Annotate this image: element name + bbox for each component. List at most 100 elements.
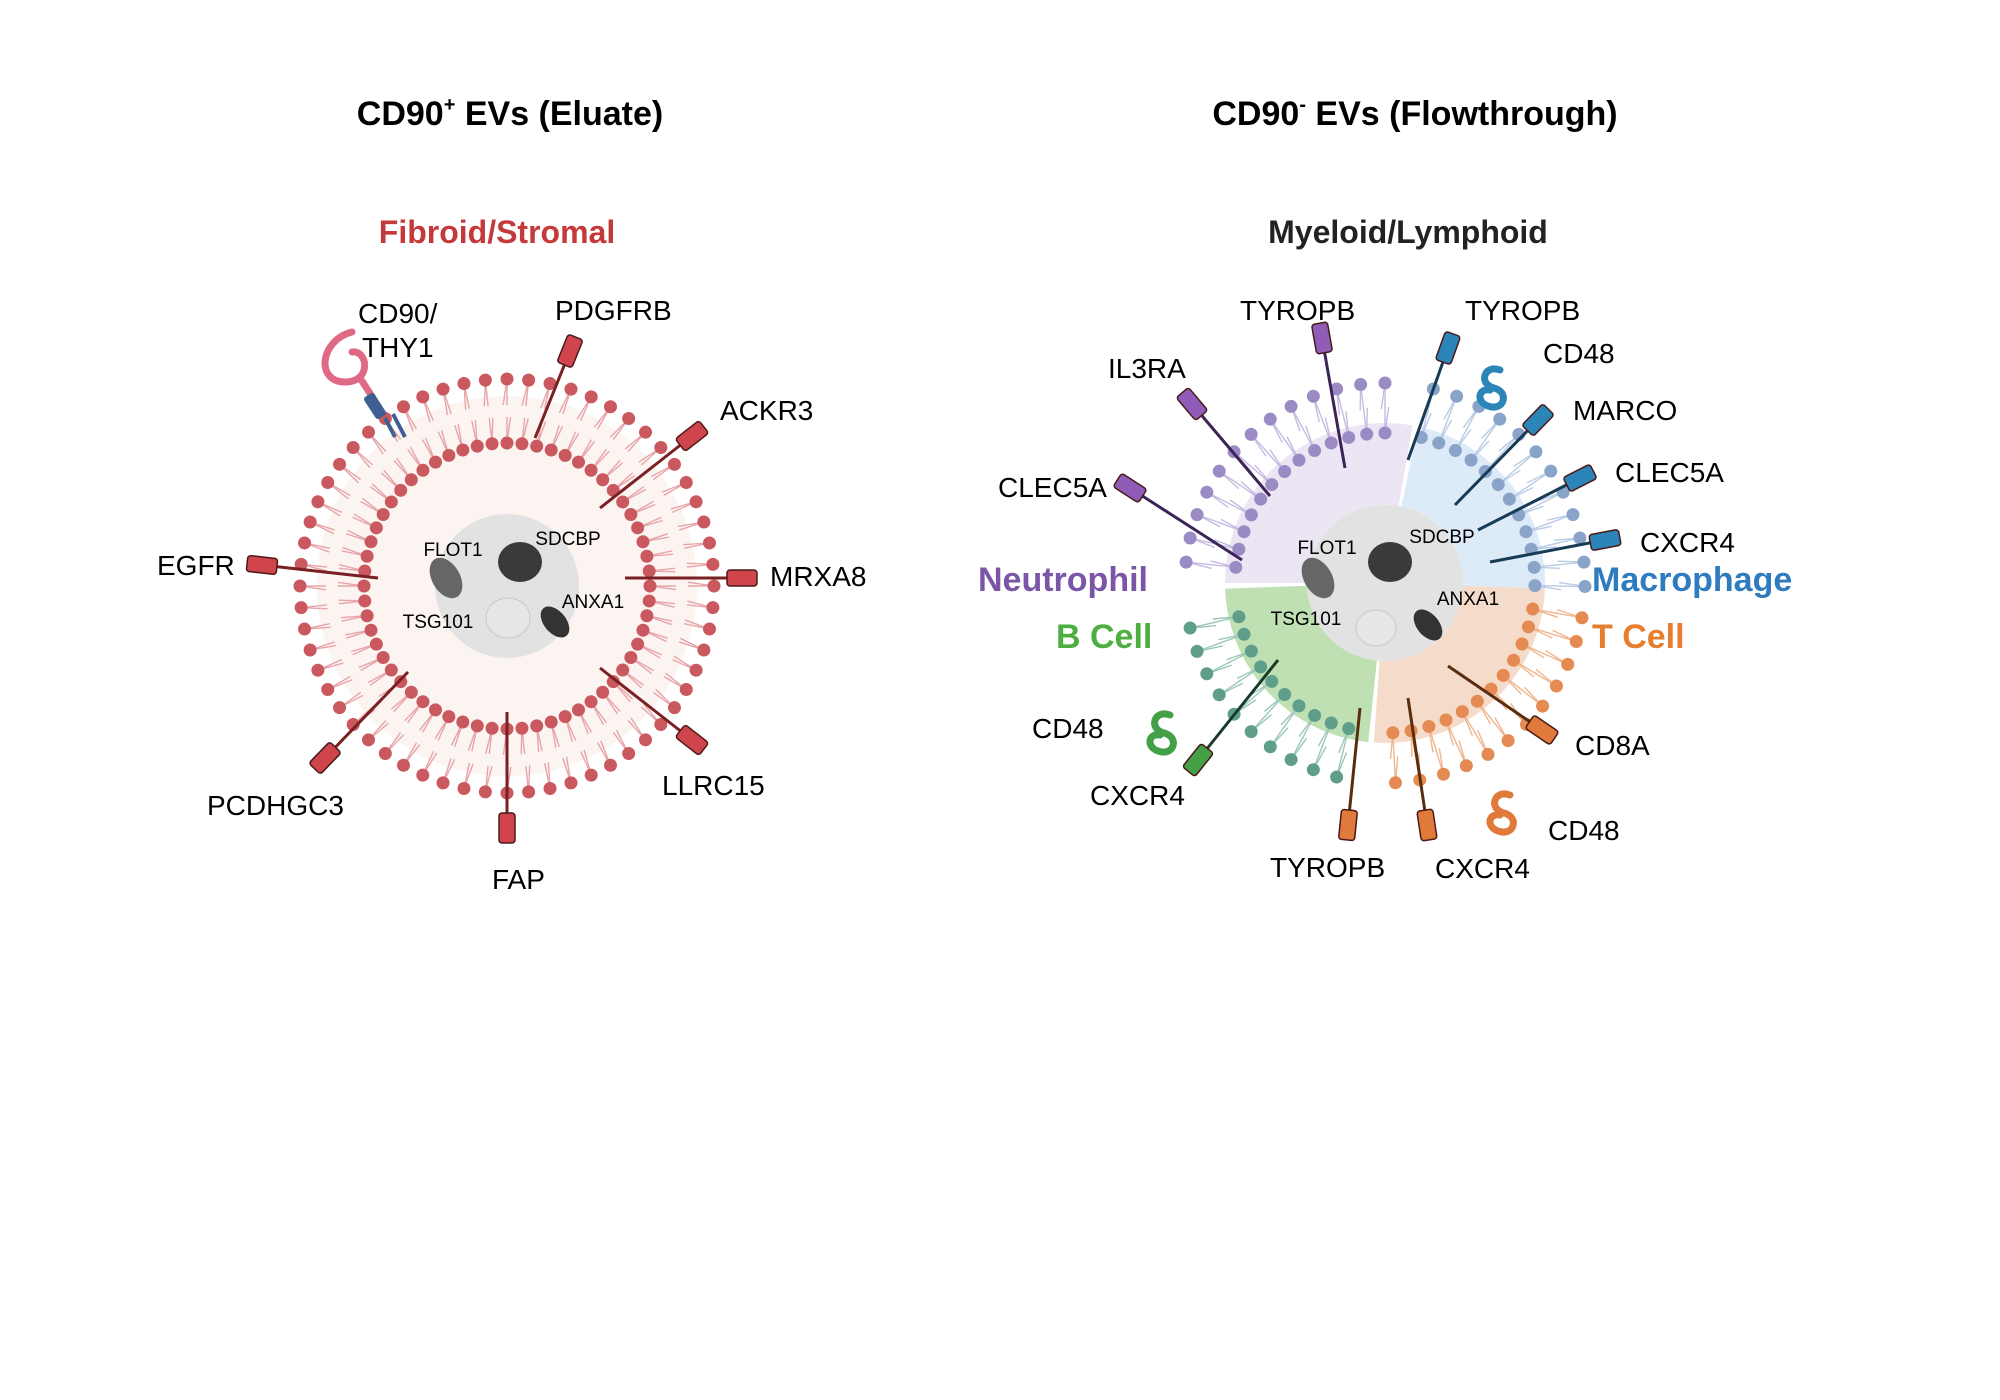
lipid-head [1378, 376, 1392, 390]
lipid-head [1422, 719, 1436, 733]
lipid-head [1569, 634, 1583, 648]
lipid-head [707, 579, 721, 593]
lipid-head [1229, 560, 1243, 574]
sector-b-cell [1225, 585, 1377, 743]
lipid-head [584, 463, 598, 477]
lipid-head [642, 594, 656, 608]
lipid-head [361, 733, 375, 747]
lipid-head [1528, 579, 1542, 593]
lipid-head [1491, 478, 1505, 492]
t-cell-label-tyropb: TYROPB [1270, 852, 1385, 883]
lipid-head [1529, 445, 1543, 459]
receptor-fap-icon [498, 812, 516, 844]
lipid-head [369, 637, 383, 651]
receptor-egfr-stem [261, 563, 379, 580]
lipid-head [1200, 667, 1214, 681]
lipid-head [689, 495, 703, 509]
lipid-head [1212, 464, 1226, 478]
lipid-head [1254, 660, 1268, 674]
lipid-head [1521, 620, 1535, 634]
lipid-head [470, 439, 484, 453]
lipid-head [303, 515, 317, 529]
t-cell-label-cd48: CD48 [1548, 815, 1620, 846]
lipid-head [456, 715, 470, 729]
lipid-head [1183, 531, 1197, 545]
lipid-head [1292, 453, 1306, 467]
protein-icon [429, 542, 570, 639]
macrophage-label-tyropb: TYROPB [1465, 295, 1580, 326]
lipid-head [640, 549, 654, 563]
lipid-head [429, 703, 442, 717]
lipid-head [429, 455, 442, 469]
lipid-head [1263, 412, 1277, 426]
receptor-macrophage-clec5a-stem [1477, 476, 1581, 532]
sector-macrophage [1401, 426, 1546, 589]
ligand-icon [1486, 790, 1517, 836]
right-panel: CD90- EVs (Flowthrough) Myeloid/Lymphoid… [978, 94, 1792, 884]
lipid-head [1573, 531, 1587, 545]
left-title: CD90+ EVs (Eluate) [357, 94, 663, 133]
receptor-egfr-icon [245, 554, 279, 576]
right-sectors [1225, 423, 1546, 743]
lipid-head [1244, 427, 1258, 441]
receptor-t-cell-tyropb-stem [1346, 707, 1362, 826]
lipid-head [1237, 627, 1251, 641]
receptor-macrophage-cxcr4-stem [1489, 538, 1606, 564]
lipid-head [1360, 427, 1374, 441]
lipid-head [361, 425, 375, 439]
lipid-head [558, 710, 572, 724]
lipid-head [485, 437, 499, 451]
lipid-head [1455, 705, 1469, 719]
lipid-head [1324, 436, 1338, 450]
lipid-head [572, 455, 585, 469]
lipid-head [624, 651, 638, 664]
lipid-head [564, 382, 578, 396]
lipid-head [442, 448, 456, 462]
lipid-head [1330, 770, 1344, 784]
lipid-head [457, 377, 471, 391]
lipid-head [1501, 734, 1515, 748]
right-core-anxa1: ANXA1 [1437, 589, 1499, 610]
lipid-head [298, 622, 312, 636]
lipid-head [1232, 542, 1246, 556]
lipid-head [636, 623, 650, 637]
lipid-head [1481, 747, 1495, 761]
lipid-head [333, 457, 347, 471]
left-receptor-label-llrc15: LLRC15 [662, 770, 765, 801]
lipid-head [654, 440, 668, 454]
left-receptor-label-mrxa8: MRXA8 [770, 561, 866, 592]
lipid-head [311, 495, 325, 509]
lipid-head [397, 400, 410, 414]
lipid-head [1308, 444, 1322, 458]
left-core-anxa1: ANXA1 [562, 592, 624, 613]
lipid-head [543, 377, 557, 391]
lipid-head [1478, 465, 1492, 479]
lipid-head [642, 564, 656, 578]
lipid-head [384, 663, 398, 677]
lipid-head [1448, 444, 1462, 458]
lipid-head [1515, 637, 1529, 651]
left-subtitle: Fibroid/Stromal [379, 214, 615, 250]
receptor-neutrophil-clec5a-stem [1129, 486, 1243, 562]
lipid-head [1575, 611, 1589, 625]
lipid-head [616, 495, 630, 509]
receptor-mrxa8-icon [726, 569, 758, 587]
lipid-head [1244, 725, 1258, 739]
lipid-head [1536, 699, 1550, 713]
sector-neutrophil [1225, 423, 1413, 583]
lipid-head [564, 776, 578, 790]
neutrophil-label-il3ra: IL3RA [1108, 353, 1186, 384]
t-cell-label-cd8a: CD8A [1575, 730, 1650, 761]
lipid-head [584, 768, 598, 782]
lipid-head [1306, 763, 1320, 777]
left-core-tsg101: TSG101 [403, 612, 474, 633]
lipid-head [584, 695, 598, 709]
lipid-head [1342, 430, 1356, 444]
lipid-head [1436, 767, 1450, 781]
lipid-head [697, 515, 711, 529]
lipid-head [1278, 687, 1292, 701]
lipid-head [416, 390, 430, 404]
lipid-head [1507, 653, 1521, 667]
lipid-head [1284, 753, 1298, 767]
lipid-head [1306, 389, 1320, 403]
